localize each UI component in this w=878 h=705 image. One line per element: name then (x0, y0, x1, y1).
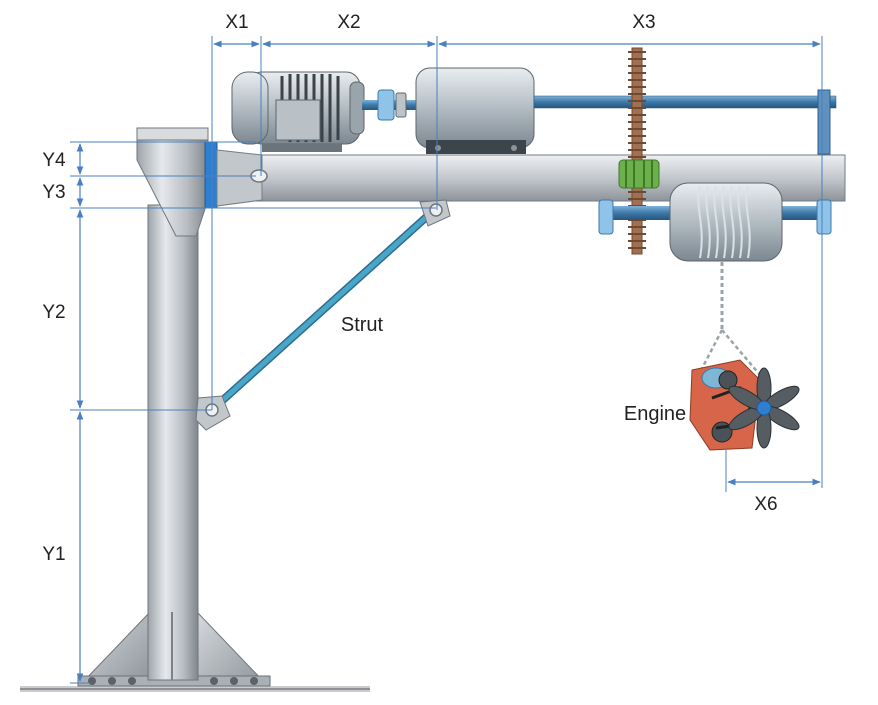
jib-beam (216, 149, 846, 207)
strut (195, 199, 451, 431)
drive-shaft (533, 89, 837, 155)
label-y1: Y1 (42, 544, 65, 565)
label-strut: Strut (341, 314, 384, 336)
label-y4: Y4 (42, 150, 66, 171)
drum-chain-wrap (745, 185, 751, 259)
drum-chain-wrap (729, 185, 735, 259)
label-x6: X6 (754, 494, 777, 515)
hoist-chain (694, 262, 761, 381)
label-y3: Y3 (42, 182, 65, 203)
drum-chain-wrap (705, 185, 711, 259)
label-y2: Y2 (42, 302, 65, 323)
column-base (77, 610, 271, 687)
drum-chain-wrap (737, 185, 743, 259)
label-x1: X1 (225, 12, 248, 33)
label-engine: Engine (624, 403, 686, 425)
hoist-drum (598, 182, 832, 262)
drum-chain-wrap (713, 185, 719, 259)
engine (689, 359, 800, 451)
drive-gear (618, 47, 660, 255)
dimension-arrows (76, 40, 821, 682)
dimension-lines (70, 36, 823, 684)
engine-fan (728, 367, 800, 449)
drum-chain-wrap (721, 185, 727, 259)
gearbox (415, 67, 535, 154)
shaft-coupling (362, 89, 422, 121)
drive-motor (231, 71, 365, 152)
ground (20, 686, 370, 692)
drum-chain-wrap (697, 185, 703, 259)
label-x2: X2 (337, 12, 360, 33)
mast-column (136, 127, 218, 681)
label-x3: X3 (632, 12, 655, 33)
